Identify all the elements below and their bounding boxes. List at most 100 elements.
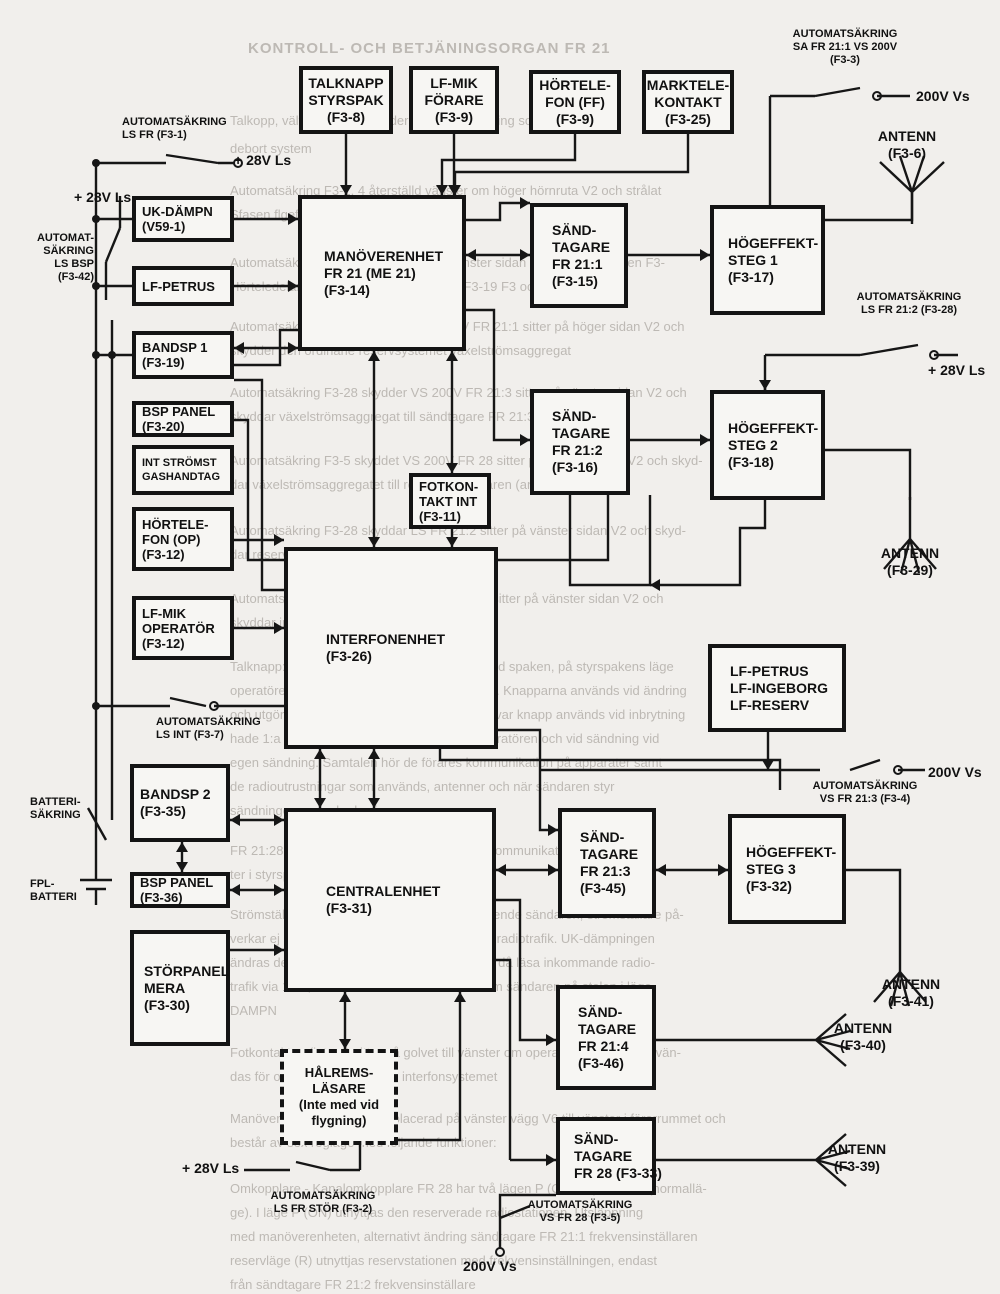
text-line: LF-PETRUS: [730, 662, 809, 679]
switch-lever: [295, 1160, 331, 1172]
block-bsp-panel-1: BSP PANEL(F3-20): [132, 401, 234, 437]
label-28v-bottom: + 28V Ls: [182, 1160, 240, 1176]
signal-arrow: [496, 898, 556, 1042]
arrow-head: [176, 842, 188, 852]
background-text-line: ge). I läge P (ON) utnyttjas den reserve…: [230, 1205, 644, 1220]
text-line: BSP PANEL: [142, 404, 216, 419]
text-line: STEG 3: [746, 860, 796, 877]
background-text-line: Automatsäkring F3-28 skyddar LS FR 21:2 …: [230, 523, 686, 538]
text-line: LF-MIK: [430, 74, 478, 91]
text-line: (F3-14): [324, 281, 370, 298]
label-fpl-batteri: FPL-BATTERI: [30, 878, 77, 904]
arrow-head: [759, 380, 771, 390]
text-line: CENTRALENHET: [326, 883, 441, 899]
text-line: (F3-11): [419, 508, 461, 524]
text-line: (F3-42): [57, 271, 94, 283]
wire: [234, 328, 298, 367]
arrow-head: [446, 463, 458, 473]
text-line: LS FR (F3-1): [122, 129, 187, 141]
arrow-head: [368, 351, 380, 361]
text-line: BSP PANEL: [140, 875, 214, 890]
junction-dot: [108, 351, 116, 359]
antenna-element: [899, 538, 912, 574]
signal-arrow: [538, 770, 558, 832]
text-line: ANTENN: [833, 1020, 893, 1036]
text-line: AUTOMATSÄKRING: [156, 716, 261, 728]
text-line: (F3-16): [552, 459, 598, 475]
label-28v-right: + 28V Ls: [928, 362, 986, 378]
arrow-head: [339, 992, 351, 1002]
arrow-head: [548, 824, 558, 836]
text-line: AUTOMAT-: [36, 232, 94, 244]
text-line: SÄND-: [578, 1003, 623, 1020]
text-line: AUTOMATSÄKRING: [856, 291, 962, 303]
label-200v-vs-mid: 200V Vs: [928, 764, 982, 780]
text-line: (F3-8): [326, 108, 366, 125]
background-text-line: DAMPN: [230, 1003, 277, 1018]
text-line: SÄKRING: [43, 245, 94, 257]
label-28v-top: + 28V Ls: [234, 152, 292, 168]
arrow-head: [288, 280, 298, 292]
block-hortelefon-op: HÖRTELE-FON (OP)(F3-12): [132, 507, 234, 571]
arrow-head: [546, 1034, 556, 1046]
antenna-element: [879, 161, 913, 193]
text-line: FR 21 (ME 21): [324, 264, 416, 281]
arrow-head: [230, 884, 240, 896]
text-line: LÄSARE: [312, 1081, 366, 1096]
terminal-ring: [233, 158, 243, 168]
background-text-line: egen sändning. Samtalen hör de förares k…: [230, 755, 663, 770]
text-line: flygning): [311, 1113, 367, 1128]
text-line: SA FR 21:1 VS 200V: [792, 41, 898, 53]
arrow-head: [340, 185, 352, 195]
arrow-head: [274, 534, 284, 546]
wire: [825, 192, 914, 222]
antenna-element: [815, 1133, 847, 1161]
arrow-head: [762, 760, 774, 770]
signal-arrow: [453, 134, 690, 195]
block-bandsp-2: BANDSP 2(F3-35): [130, 764, 230, 842]
signal-arrow: [440, 134, 577, 195]
text-line: AUTOMATSÄKRING: [812, 780, 918, 792]
text-line: STEG 2: [728, 436, 778, 453]
text-line: (F3-29): [887, 562, 933, 578]
text-line: ANTENN: [881, 976, 941, 992]
wire: [568, 495, 652, 587]
text-line: FR 21:1: [552, 255, 603, 272]
background-text-line: debort system: [230, 141, 312, 156]
text-line: (F3-39): [834, 1158, 880, 1174]
switch-lever: [104, 227, 122, 263]
text-line: TALKNAPP: [308, 74, 384, 91]
terminal-ring: [495, 1247, 505, 1257]
text-line: LS INT (F3-7): [156, 729, 224, 741]
background-text-line: reservläge (R) utnyttjas reservstationen…: [230, 1253, 658, 1268]
label-antenn-f3-41: ANTENN(F3-41): [866, 976, 956, 1010]
arrow-head: [176, 862, 188, 872]
text-line: (F3-31): [326, 900, 372, 916]
text-line: (F3-35): [140, 803, 186, 819]
text-line: GASHANDTAG: [142, 471, 221, 483]
text-line: TAGARE: [578, 1020, 637, 1037]
antenna-element: [815, 1149, 851, 1162]
text-line: (F3-12): [142, 546, 185, 562]
wire: [438, 749, 782, 790]
block-lf-petrus: LF-PETRUS: [132, 266, 234, 306]
text-line: SÄND-: [552, 221, 597, 238]
arrow-head: [339, 1039, 351, 1049]
antenna-element: [815, 1029, 851, 1042]
text-line: (F3-19): [142, 355, 185, 370]
text-line: FÖRARE: [424, 91, 484, 108]
arrow-head: [368, 537, 380, 547]
text-line: FOTKON-: [419, 478, 479, 494]
text-line: TAGARE: [552, 425, 611, 441]
text-line: STÖRPANEL: [144, 962, 230, 979]
arrow-head: [368, 798, 380, 808]
switch-lever: [499, 1204, 531, 1220]
